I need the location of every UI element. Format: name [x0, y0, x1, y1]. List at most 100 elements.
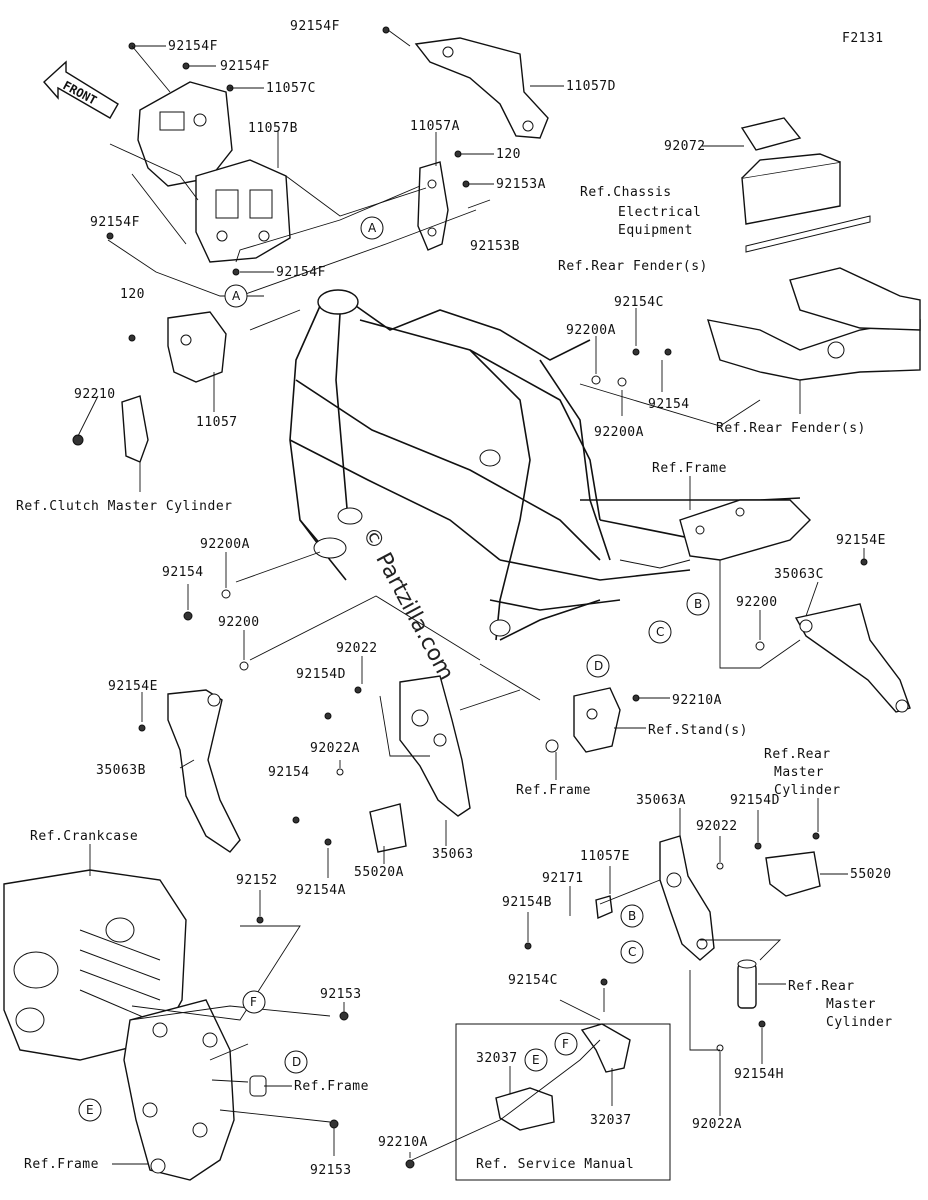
- callout-label: Ref.Rear: [788, 979, 855, 994]
- callout-label: 11057A: [410, 119, 460, 134]
- circle-ref-marker: A: [224, 284, 248, 308]
- callout-label: 92022: [336, 641, 378, 656]
- bracket-92210: [72, 395, 149, 463]
- callout-label: 92154A: [296, 883, 346, 898]
- callout-label: 32037: [476, 1051, 518, 1066]
- callout-label: 35063A: [636, 793, 686, 808]
- callout-label: 92154D: [730, 793, 780, 808]
- callout-label: Ref.Clutch Master Cylinder: [16, 499, 233, 514]
- svg-text:A: A: [368, 221, 377, 235]
- svg-text:D: D: [594, 659, 603, 673]
- callout-label: 92200A: [200, 537, 250, 552]
- watermark: © Partzilla.com: [357, 523, 459, 685]
- callout-label: 92152: [236, 873, 278, 888]
- bracket-35063a: [659, 835, 715, 961]
- callout-label: 92210A: [672, 693, 722, 708]
- callout-label: 92153: [320, 987, 362, 1002]
- circle-ref-marker: C: [620, 940, 644, 964]
- callout-label: 92072: [664, 139, 706, 154]
- callout-label: Ref.Frame: [516, 783, 591, 798]
- callout-label: 92022A: [310, 741, 360, 756]
- callout-label: 92154E: [836, 533, 886, 548]
- callout-label: 120: [120, 287, 145, 302]
- guard-55020a: [369, 803, 407, 853]
- callout-label: 92200: [218, 615, 260, 630]
- callout-label: Ref.Chassis: [580, 185, 672, 200]
- bracket-35063: [399, 675, 471, 817]
- engine-mount-plate: [123, 999, 267, 1181]
- guard-55020: [765, 851, 821, 897]
- service-manual-label: Ref. Service Manual: [476, 1157, 634, 1172]
- bracket-35063c: [794, 603, 911, 713]
- callout-label: 92200A: [566, 323, 616, 338]
- callout-label: 92171: [542, 871, 584, 886]
- rear-fender: [706, 267, 921, 381]
- callout-label: 92154F: [220, 59, 270, 74]
- callout-label: 92200A: [594, 425, 644, 440]
- stand-bracket: [545, 687, 621, 753]
- callout-label: 92022: [696, 819, 738, 834]
- circle-ref-marker: F: [554, 1032, 578, 1056]
- circle-ref-marker: E: [78, 1098, 102, 1122]
- callout-label: 32037: [590, 1113, 632, 1128]
- callout-label: 92154: [648, 397, 690, 412]
- upper-bracket-assembly: [109, 81, 291, 263]
- bracket-35063b: [167, 689, 241, 853]
- callout-label: 35063: [432, 847, 474, 862]
- callout-label: 92154F: [276, 265, 326, 280]
- svg-text:F: F: [250, 995, 257, 1009]
- callout-label: Electrical: [618, 205, 701, 220]
- callout-label: 92210A: [378, 1135, 428, 1150]
- callout-label: Master: [774, 765, 824, 780]
- main-frame: [289, 289, 811, 641]
- diagram-code: F2131: [842, 31, 884, 46]
- callout-label: 55020: [850, 867, 892, 882]
- svg-text:C: C: [656, 625, 664, 639]
- bracket-11057e: [595, 895, 613, 920]
- callout-label: Ref.Rear Fender(s): [716, 421, 866, 436]
- callout-label: 55020A: [354, 865, 404, 880]
- circle-ref-marker: B: [620, 904, 644, 928]
- callout-label: Ref.Rear: [764, 747, 831, 762]
- callout-label: 92153: [310, 1163, 352, 1178]
- callout-label: Ref.Crankcase: [30, 829, 138, 844]
- circle-reference-markers: A A B C D B C F D E E F: [78, 216, 710, 1122]
- callout-label: 92210: [74, 387, 116, 402]
- svg-text:E: E: [86, 1103, 94, 1117]
- callout-label: 92153B: [470, 239, 520, 254]
- callout-label: 92022A: [692, 1117, 742, 1132]
- circle-ref-marker: F: [242, 990, 266, 1014]
- circle-ref-marker: D: [284, 1050, 308, 1074]
- fasteners: [106, 26, 868, 1169]
- callout-label: Equipment: [618, 223, 693, 238]
- plates-32037: [495, 1023, 631, 1131]
- callout-label: Cylinder: [774, 783, 841, 798]
- callout-label: 92154C: [508, 973, 558, 988]
- callout-label: 11057C: [266, 81, 316, 96]
- svg-text:B: B: [628, 909, 636, 923]
- callout-label: 92154F: [290, 19, 340, 34]
- callout-label: 92154C: [614, 295, 664, 310]
- callout-label: 92153A: [496, 177, 546, 192]
- svg-text:D: D: [292, 1055, 301, 1069]
- callout-label: 11057: [196, 415, 238, 430]
- callout-label: 92154: [162, 565, 204, 580]
- callout-label: 92154B: [502, 895, 552, 910]
- callout-label: 92200: [736, 595, 778, 610]
- callout-label: 92154H: [734, 1067, 784, 1082]
- callout-label: 92154F: [90, 215, 140, 230]
- svg-text:B: B: [694, 597, 702, 611]
- service-manual-box: [455, 1023, 671, 1181]
- callout-label: 35063B: [96, 763, 146, 778]
- circle-ref-marker: B: [686, 592, 710, 616]
- callout-label: 11057B: [248, 121, 298, 136]
- callout-labels: 92154F 92154F 11057C 92154F 11057D 11057…: [16, 19, 892, 1178]
- callout-label: 92154: [268, 765, 310, 780]
- crankcase: [3, 869, 187, 1061]
- front-arrow-icon: FRONT: [43, 60, 119, 119]
- leader-lines: [77, 29, 865, 1165]
- callout-label: Ref.Rear Fender(s): [558, 259, 708, 274]
- callout-label: 11057E: [580, 849, 630, 864]
- svg-text:C: C: [628, 945, 636, 959]
- callout-label: 92154E: [108, 679, 158, 694]
